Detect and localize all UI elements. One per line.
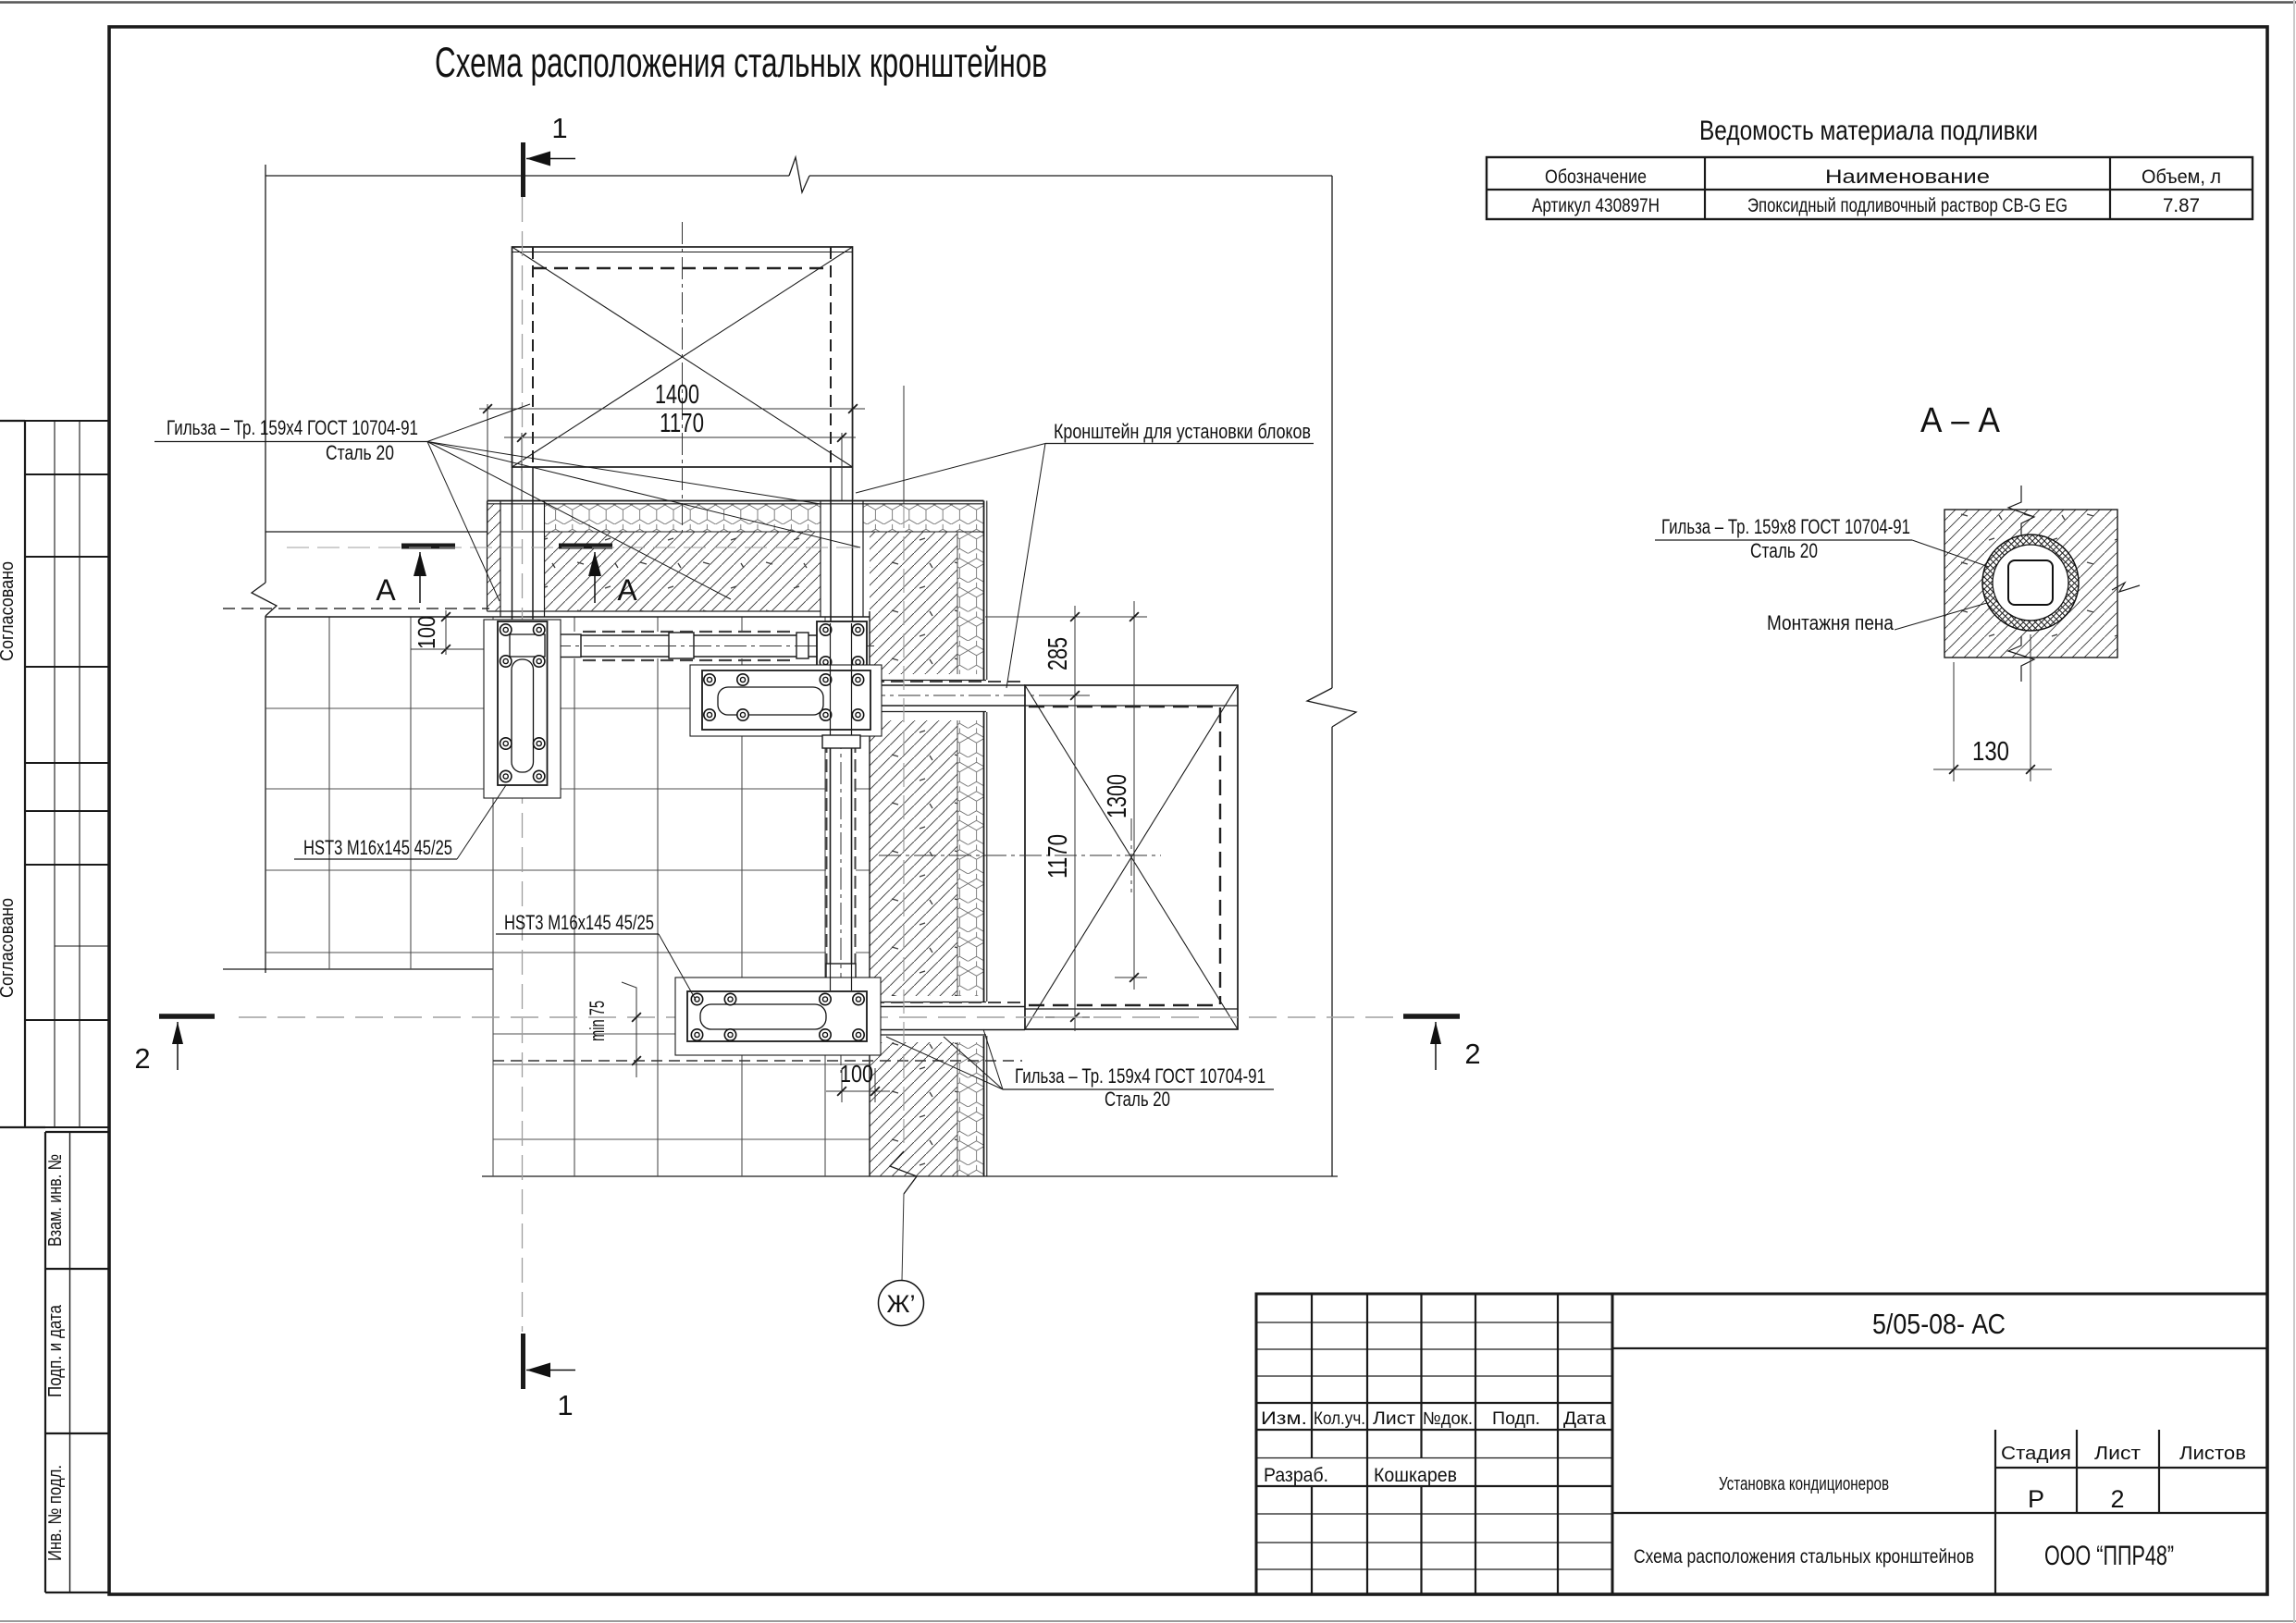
svg-text:Изм.: Изм. (1261, 1409, 1307, 1429)
svg-text:Дата: Дата (1563, 1409, 1606, 1429)
svg-text:min 75: min 75 (586, 1001, 609, 1041)
svg-text:Согласовано: Согласовано (0, 561, 18, 661)
svg-text:Лист: Лист (2094, 1444, 2141, 1464)
svg-text:100: 100 (413, 616, 440, 649)
svg-text:HST3 M16x145 45/25: HST3 M16x145 45/25 (504, 911, 654, 934)
svg-text:№док.: №док. (1423, 1409, 1473, 1429)
svg-text:Ведомость материала подливки: Ведомость материала подливки (1699, 116, 2038, 146)
svg-text:Сталь 20: Сталь 20 (326, 441, 394, 464)
svg-text:Взам. инв. №: Взам. инв. № (45, 1154, 66, 1247)
svg-text:1170: 1170 (1043, 834, 1073, 879)
svg-text:A: A (376, 573, 396, 607)
svg-text:Обозначение: Обозначение (1545, 166, 1647, 188)
svg-text:Подп.: Подп. (1492, 1409, 1540, 1429)
svg-text:5/05-08- АС: 5/05-08- АС (1872, 1308, 2006, 1340)
svg-text:Листов: Листов (2179, 1444, 2246, 1464)
svg-text:Сталь 20: Сталь 20 (1105, 1088, 1170, 1111)
svg-text:Подп. и дата: Подп. и дата (45, 1304, 66, 1397)
svg-text:2: 2 (2110, 1485, 2124, 1513)
svg-text:285: 285 (1043, 637, 1073, 670)
svg-text:Установка кондиционеров: Установка кондиционеров (1719, 1474, 1889, 1494)
svg-text:Стадия: Стадия (2001, 1444, 2071, 1464)
svg-text:100: 100 (840, 1060, 873, 1088)
svg-text:Инв. № подл.: Инв. № подл. (45, 1465, 66, 1561)
svg-text:А – А: А – А (1920, 401, 2001, 440)
svg-text:Наименование: Наименование (1825, 166, 1990, 188)
svg-text:Артикул 430897Н: Артикул 430897Н (1532, 195, 1660, 216)
svg-text:Разраб.: Разраб. (1264, 1465, 1328, 1486)
svg-text:Гильза – Тр. 159x8 ГОСТ 10704-: Гильза – Тр. 159x8 ГОСТ 10704-91 (1661, 515, 1910, 538)
svg-text:Гильза – Тр. 159x4 ГОСТ 10704-: Гильза – Тр. 159x4 ГОСТ 10704-91 (1015, 1064, 1265, 1088)
svg-text:1400: 1400 (655, 380, 699, 410)
svg-text:Лист: Лист (1373, 1409, 1415, 1429)
svg-text:HST3 M16x145 45/25: HST3 M16x145 45/25 (303, 836, 452, 859)
svg-text:Монтажня пена: Монтажня пена (1767, 611, 1895, 634)
svg-text:1: 1 (551, 112, 567, 144)
svg-text:Кронштейн для установки блоков: Кронштейн для установки блоков (1054, 420, 1311, 443)
svg-text:Эпоксидный подливочный раствор: Эпоксидный подливочный раствор CB-G EG (1747, 195, 2068, 216)
svg-text:Р: Р (2028, 1485, 2044, 1513)
svg-text:Гильза – Тр. 159x4 ГОСТ 10704-: Гильза – Тр. 159x4 ГОСТ 10704-91 (167, 416, 418, 439)
svg-text:1: 1 (557, 1389, 573, 1421)
svg-text:A: A (617, 573, 637, 607)
svg-text:1170: 1170 (660, 409, 704, 438)
svg-text:ООО “ППР48”: ООО “ППР48” (2044, 1541, 2174, 1571)
svg-text:Кошкарев: Кошкарев (1374, 1465, 1457, 1486)
svg-text:Кол.уч.: Кол.уч. (1314, 1409, 1365, 1429)
svg-text:2: 2 (1464, 1038, 1480, 1070)
svg-text:Согласовано: Согласовано (0, 898, 18, 998)
svg-text:Объем, л: Объем, л (2142, 166, 2221, 188)
svg-text:7.87: 7.87 (2163, 195, 2200, 216)
svg-text:Ж’: Ж’ (887, 1290, 916, 1318)
svg-text:Схема расположения стальных кр: Схема расположения стальных кронштейнов (1634, 1546, 1974, 1568)
svg-text:1300: 1300 (1103, 774, 1132, 818)
svg-text:2: 2 (134, 1042, 150, 1075)
svg-text:Схема расположения стальных кр: Схема расположения стальных кронштейнов (435, 39, 1047, 86)
svg-text:Сталь 20: Сталь 20 (1750, 539, 1818, 562)
svg-text:130: 130 (1972, 737, 2009, 767)
